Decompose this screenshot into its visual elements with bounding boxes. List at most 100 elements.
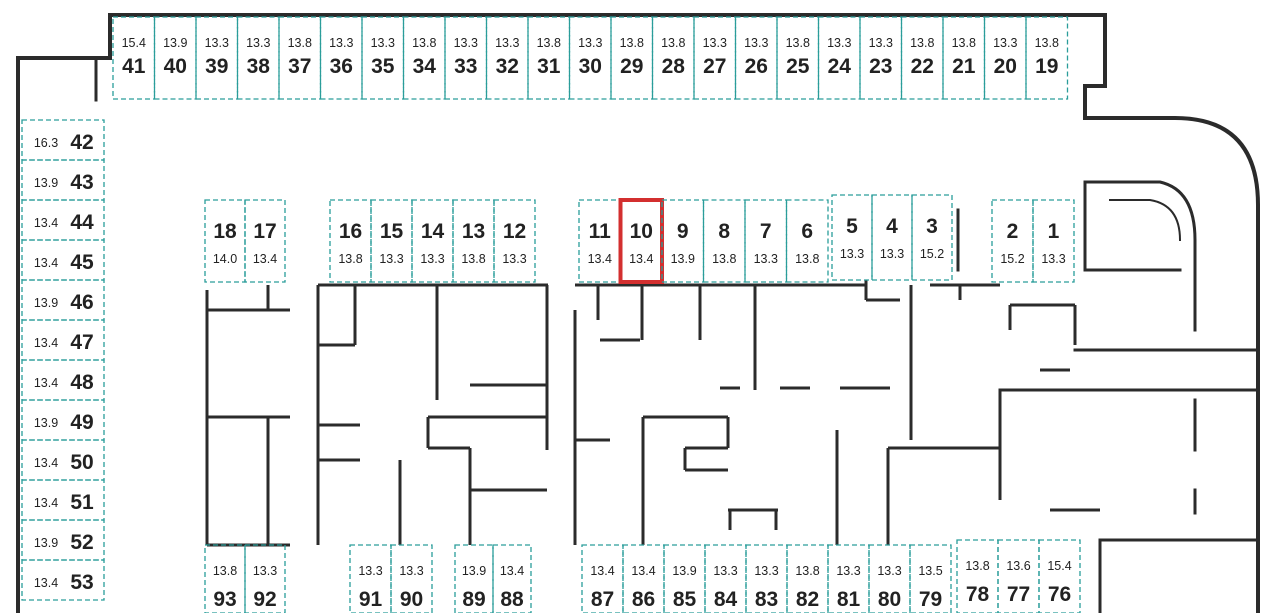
spot-number: 83: [755, 588, 778, 611]
spot-area: 13.9: [34, 176, 58, 190]
spot-area: 13.3: [880, 247, 904, 261]
parking-spot-82[interactable]: 13.882: [786, 544, 829, 613]
spot-border: [319, 16, 363, 100]
parking-spot-4[interactable]: 13.34: [871, 194, 913, 281]
parking-spot-79[interactable]: 13.579: [909, 544, 952, 613]
parking-spot-27[interactable]: 13.3 27: [693, 16, 737, 100]
spot-area: 13.4: [631, 564, 655, 578]
spot-number: 14: [421, 220, 445, 243]
spot-border: [485, 16, 529, 100]
parking-spot-83[interactable]: 13.383: [745, 544, 788, 613]
parking-spot-5[interactable]: 13.35: [831, 194, 873, 281]
parking-spot-13[interactable]: 13.813: [452, 199, 495, 283]
parking-spot-11[interactable]: 13.411: [578, 199, 622, 283]
spot-number: 6: [801, 220, 813, 243]
parking-spot-41[interactable]: 15.441: [112, 16, 156, 100]
spot-number: 43: [70, 171, 93, 194]
parking-spot-24[interactable]: 13.324: [817, 16, 861, 100]
parking-spot-81[interactable]: 13.381: [827, 544, 870, 613]
parking-spot-2[interactable]: 15.22: [991, 199, 1034, 283]
parking-spot-36[interactable]: 13.336: [319, 16, 363, 100]
parking-spot-29[interactable]: 13.829: [610, 16, 654, 100]
spot-number: 90: [400, 588, 423, 611]
spot-area: 13.5: [918, 564, 942, 578]
parking-spot-9[interactable]: 13.99: [661, 199, 705, 283]
parking-spot-38[interactable]: 13.338: [236, 16, 280, 100]
parking-spot-37[interactable]: 13.837: [278, 16, 322, 100]
spot-border: [527, 16, 571, 100]
parking-spot-30[interactable]: 13.330: [568, 16, 612, 100]
parking-spot-12[interactable]: 13.312: [493, 199, 536, 283]
parking-spot-17[interactable]: 13.417: [244, 199, 286, 283]
parking-spot-91[interactable]: 13.391: [349, 544, 392, 613]
parking-spot-20[interactable]: 13.320: [983, 16, 1027, 100]
parking-spot-19[interactable]: 13.819: [1025, 16, 1069, 100]
parking-spot-25[interactable]: 13.825: [776, 16, 820, 100]
parking-spot-43[interactable]: 13.9 43: [21, 159, 105, 201]
spot-number: 88: [500, 588, 524, 611]
parking-spot-39[interactable]: 13.339: [195, 16, 239, 100]
parking-spot-78[interactable]: 13.878: [956, 539, 999, 613]
spot-area: 13.9: [34, 296, 58, 310]
spot-border: [195, 16, 239, 100]
parking-spot-89[interactable]: 13.989: [454, 544, 494, 613]
parking-spot-28[interactable]: 13.828: [651, 16, 695, 100]
parking-spot-31[interactable]: 13.831: [527, 16, 571, 100]
parking-spot-8[interactable]: 13.88: [702, 199, 746, 283]
spot-area: 13.3: [703, 36, 727, 50]
parking-spot-76[interactable]: 15.476: [1038, 539, 1081, 613]
parking-spot-84[interactable]: 13.384: [704, 544, 747, 613]
parking-spot-16[interactable]: 13.816: [329, 199, 372, 283]
parking-spot-40[interactable]: 13.940: [153, 16, 197, 100]
parking-spot-3[interactable]: 15.23: [911, 194, 953, 281]
parking-spot-87[interactable]: 13.487: [581, 544, 624, 613]
spot-area: 13.3: [869, 36, 893, 50]
spot-area: 13.4: [34, 576, 58, 590]
parking-spot-34[interactable]: 13.834: [402, 16, 446, 100]
spot-border: [693, 16, 737, 100]
spot-number: 25: [786, 55, 810, 78]
spot-number: 32: [496, 55, 519, 78]
spot-area: 13.3: [877, 564, 901, 578]
spot-number: 27: [703, 55, 726, 78]
parking-spot-93[interactable]: 13.893: [204, 544, 246, 613]
parking-spot-35[interactable]: 13.335: [361, 16, 405, 100]
parking-spot-90[interactable]: 13.390: [390, 544, 433, 613]
spot-number: 51: [70, 491, 94, 514]
parking-spot-92[interactable]: 13.392: [244, 544, 286, 613]
spot-number: 3: [926, 215, 938, 238]
parking-spot-6[interactable]: 13.86: [785, 199, 829, 283]
spot-border: [618, 198, 664, 284]
parking-spot-77[interactable]: 13.677: [997, 539, 1040, 613]
parking-spot-7[interactable]: 13.37: [744, 199, 788, 283]
spot-number: 1: [1048, 220, 1060, 243]
parking-spot-88[interactable]: 13.488: [492, 544, 532, 613]
parking-spot-80[interactable]: 13.380: [868, 544, 911, 613]
parking-spot-22[interactable]: 13.822: [900, 16, 944, 100]
parking-spot-15[interactable]: 13.315: [370, 199, 413, 283]
parking-spot-85[interactable]: 13.985: [663, 544, 706, 613]
parking-spot-86[interactable]: 13.486: [622, 544, 665, 613]
parking-spot-1[interactable]: 13.31: [1032, 199, 1075, 283]
parking-spot-21[interactable]: 13.821: [942, 16, 986, 100]
spot-number: 76: [1048, 583, 1071, 606]
parking-spot-33[interactable]: 13.333: [444, 16, 488, 100]
parking-spot-32[interactable]: 13.332: [485, 16, 529, 100]
parking-spot-23[interactable]: 13.323: [859, 16, 903, 100]
parking-spot-14[interactable]: 13.314: [411, 199, 454, 283]
parking-spot-10[interactable]: 13.410: [618, 198, 664, 284]
parking-spot-26[interactable]: 13.326: [734, 16, 778, 100]
spot-border: [244, 199, 286, 283]
parking-spot-18[interactable]: 14.018: [204, 199, 246, 283]
